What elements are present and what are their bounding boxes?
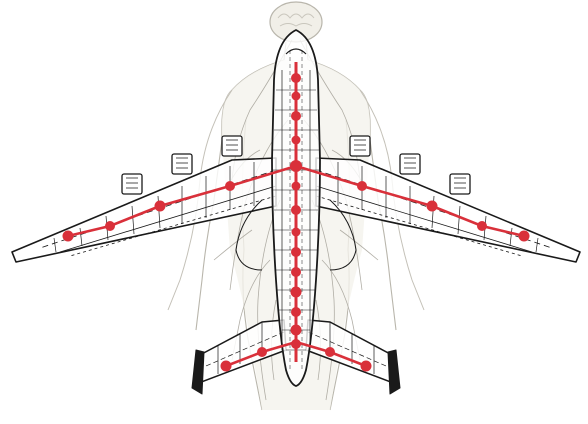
engine-left-2-icon bbox=[172, 154, 192, 174]
engine-left-3-icon bbox=[222, 136, 242, 156]
engine-left-1-icon bbox=[122, 174, 142, 194]
engine-right-3-icon bbox=[450, 174, 470, 194]
engine-right-2-icon bbox=[400, 154, 420, 174]
engine-right-1-icon bbox=[350, 136, 370, 156]
red-nerve-path bbox=[63, 62, 530, 372]
